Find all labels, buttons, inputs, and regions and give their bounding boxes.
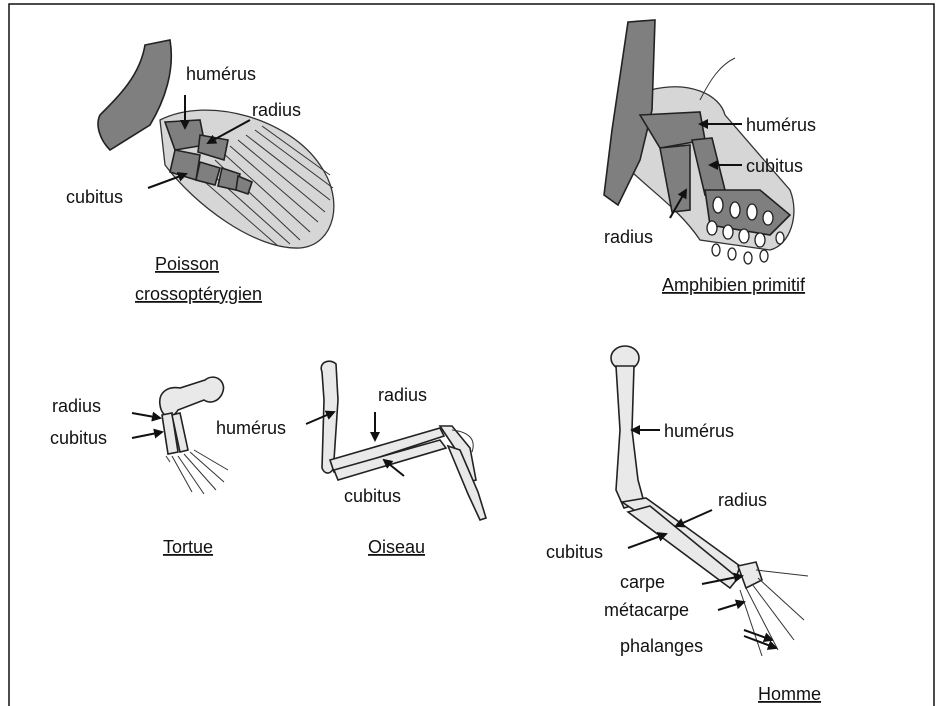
human-cubitus-arrow	[628, 534, 666, 548]
human-humerus-label: humérus	[664, 421, 734, 441]
amphibian-humerus-label: humérus	[746, 115, 816, 135]
human-radius-label: radius	[718, 490, 767, 510]
fish-caption-line2: crossoptérygien	[135, 284, 262, 304]
fish-radius-label: radius	[252, 100, 301, 120]
turtle-cubitus-arrow	[132, 432, 162, 438]
turtle-radius-arrow	[132, 413, 160, 418]
bird-cubitus-label: cubitus	[344, 486, 401, 506]
fish-caption-line1: Poisson	[155, 254, 219, 274]
human-cubitus-label: cubitus	[546, 542, 603, 562]
human-radius-arrow	[676, 510, 712, 526]
turtle-cubitus-label: cubitus	[50, 428, 107, 448]
turtle-caption: Tortue	[163, 537, 213, 557]
turtle-radius-label: radius	[52, 396, 101, 416]
amphibian-radius-label: radius	[604, 227, 653, 247]
fish-cubitus-label: cubitus	[66, 187, 123, 207]
human-carpe-label: carpe	[620, 572, 665, 592]
fish-humerus-label: humérus	[186, 64, 256, 84]
amphibian-cubitus-label: cubitus	[746, 156, 803, 176]
human-phalanges-label: phalanges	[620, 636, 703, 656]
bird-humerus-label: humérus	[216, 418, 286, 438]
human-metacarpe-label: métacarpe	[604, 600, 689, 620]
human-caption: Homme	[758, 684, 821, 704]
amphibian-caption: Amphibien primitif	[662, 275, 806, 295]
human-metacarpe-arrow	[718, 602, 744, 610]
bird-caption: Oiseau	[368, 537, 425, 557]
bird-radius-label: radius	[378, 385, 427, 405]
